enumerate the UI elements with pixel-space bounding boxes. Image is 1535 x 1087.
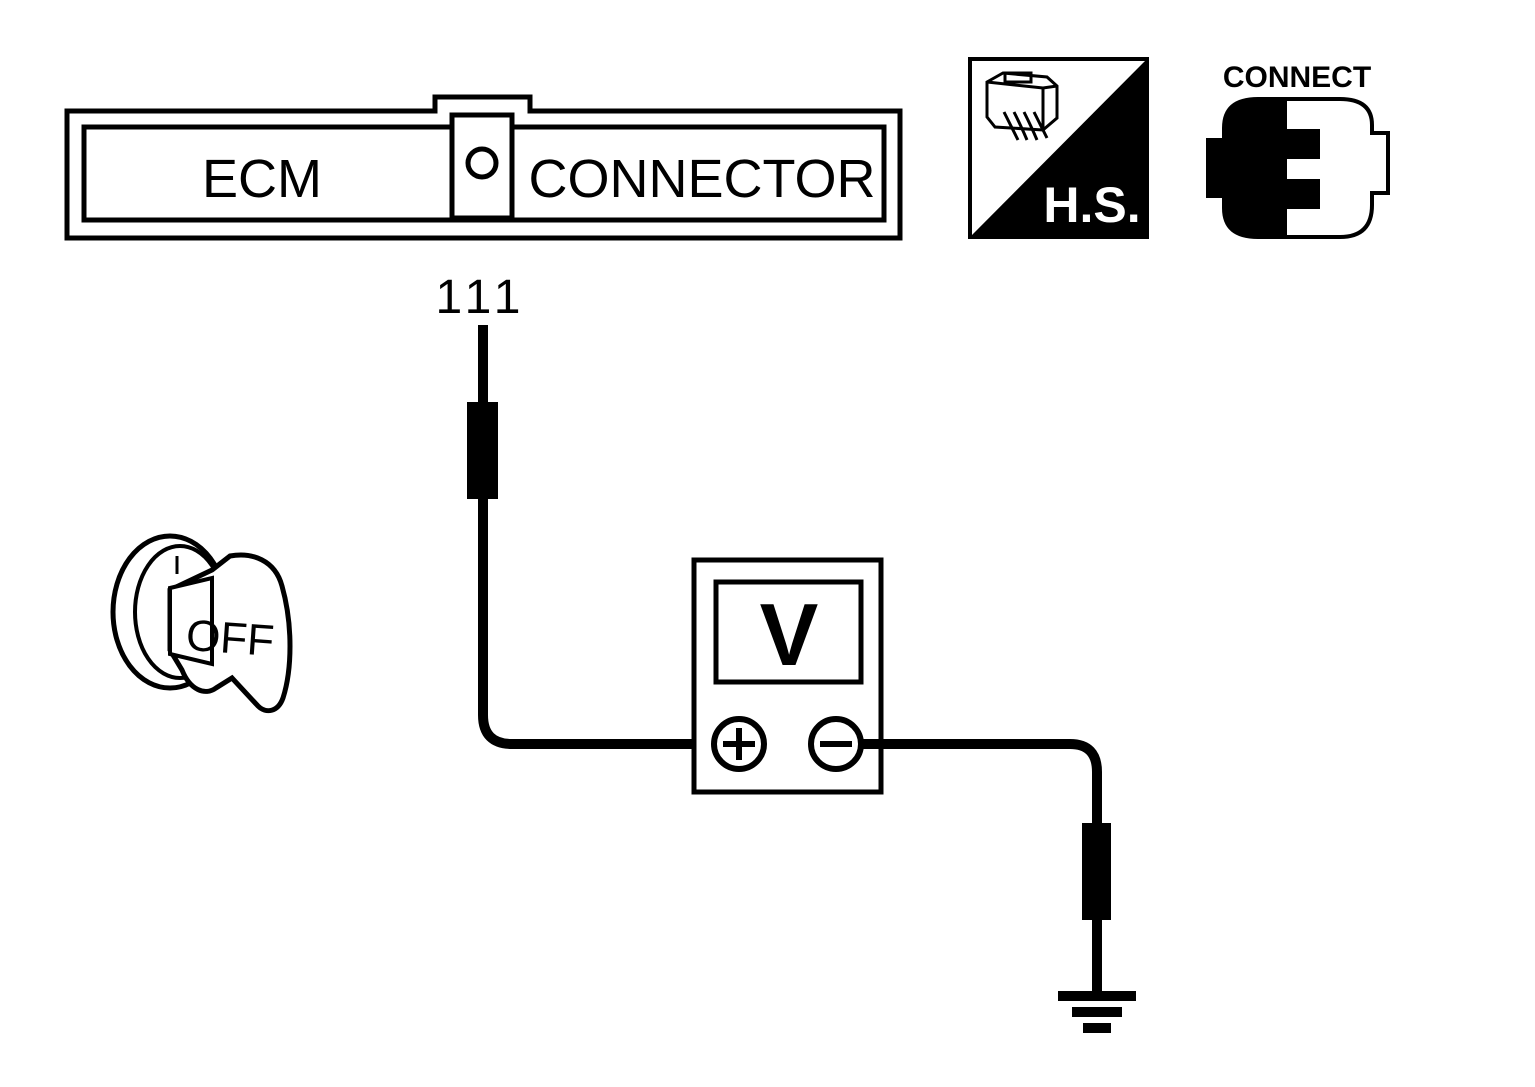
ground-icon [1058, 991, 1136, 1033]
meter-label: V [760, 585, 819, 684]
voltmeter: V [691, 557, 884, 795]
positive-terminal-icon [711, 716, 767, 772]
harness-side-label: H.S. [1043, 177, 1140, 233]
ecm-connector: ECM CONNECTOR [64, 94, 903, 241]
terminal-number: 111 [436, 271, 527, 324]
connect-icon: CONNECT [1206, 61, 1390, 239]
positive-probe-lead [467, 325, 712, 749]
connect-label: CONNECT [1223, 61, 1371, 94]
ignition-key-icon: OFF [110, 533, 293, 714]
negative-terminal-icon [808, 716, 864, 772]
connector-left-label: ECM [202, 149, 322, 209]
negative-probe-icon [1082, 823, 1111, 920]
ignition-label: OFF [185, 611, 276, 666]
harness-side-icon: H.S. [968, 57, 1149, 239]
positive-probe-icon [467, 402, 498, 499]
connector-right-label: CONNECTOR [528, 149, 875, 209]
connector-latch-icon [465, 146, 499, 180]
negative-probe-lead [862, 739, 1111, 996]
